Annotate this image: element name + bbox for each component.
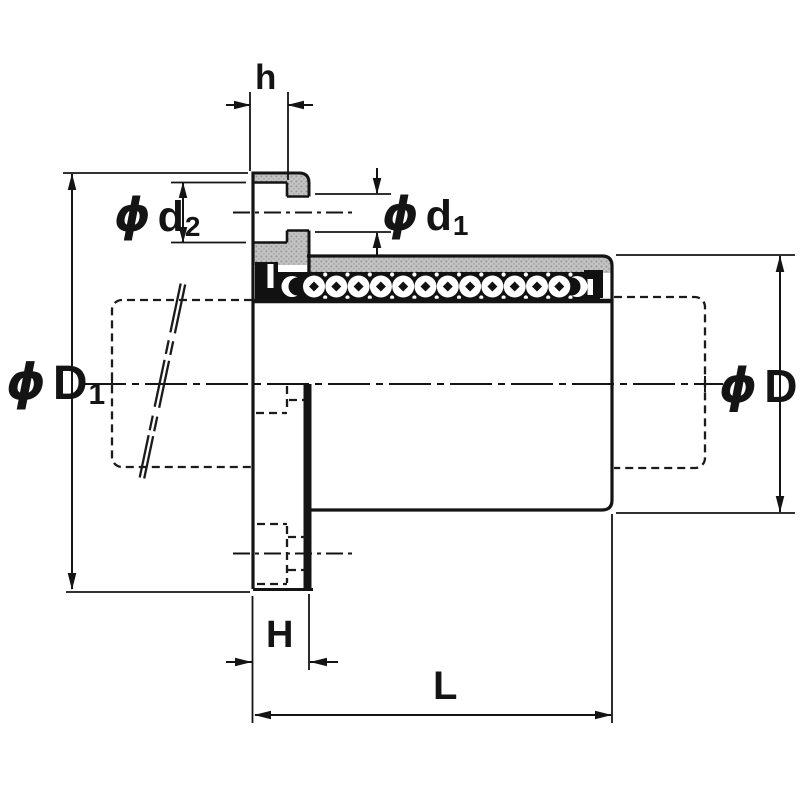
dim-subscript-D1: 1 (88, 378, 106, 411)
arrowheads (67, 100, 785, 720)
phi-symbol: ϕ (114, 188, 151, 242)
phi-symbol: ϕ (719, 358, 758, 414)
dim-label-d1: ϕ d 1 (382, 187, 469, 241)
dim-label-D1: ϕ D 1 (6, 353, 106, 411)
dim-label-H: H (266, 616, 293, 654)
dim-text-H: H (266, 614, 294, 656)
ball-centers (309, 281, 565, 292)
bottom-bolt-hole-hidden (257, 522, 305, 586)
shaft-hidden-left (110, 298, 252, 469)
dim-label-h: h (255, 60, 276, 95)
dim-label-D: ϕ D (719, 362, 797, 410)
dim-text-h: h (255, 58, 277, 97)
retainer-dots (323, 272, 573, 300)
counterbore-edges (253, 181, 309, 244)
phi-symbol: ϕ (6, 353, 46, 411)
dim-subscript-d2: 2 (184, 211, 201, 242)
dim-subscript-d1: 1 (452, 210, 469, 241)
dim-text-D: D (764, 360, 798, 412)
shaft-break-lines (138, 283, 187, 479)
side-hole-hidden (256, 386, 305, 415)
dim-text-d2: d (157, 193, 184, 241)
dim-text-D1: D (52, 357, 88, 410)
right-seal (584, 270, 603, 298)
extension-lines (63, 92, 795, 723)
dim-label-d2: ϕ d 2 (114, 188, 201, 242)
ball-bearing-row (255, 262, 603, 300)
body-wall-section-fill (307, 256, 612, 273)
dim-text-L: L (433, 664, 458, 708)
left-seal (255, 262, 278, 300)
dim-label-L: L (433, 666, 457, 706)
shaft-hidden-right (614, 295, 707, 470)
phi-symbol: ϕ (382, 187, 419, 241)
dim-text-d1: d (425, 192, 452, 240)
centerline-cross-ticks (111, 376, 706, 392)
